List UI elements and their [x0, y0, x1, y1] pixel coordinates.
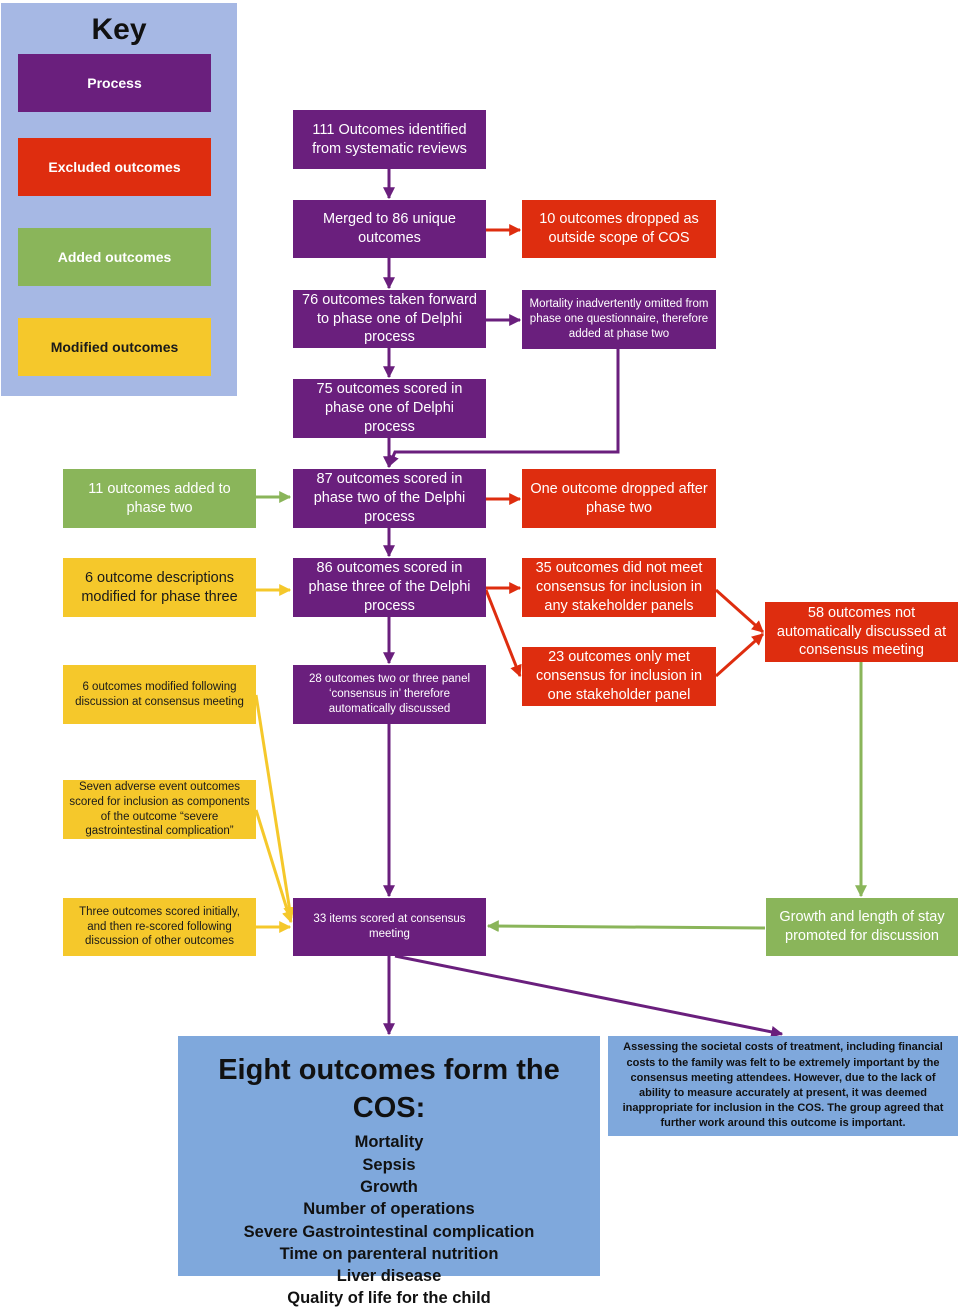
arrow-adverse-to-meeting: [254, 809, 294, 924]
key-title: Key: [91, 13, 147, 46]
phase-one-forward-box: 76 outcomes taken forward to phase one o…: [293, 290, 486, 348]
added-phase-two-box: 11 outcomes added to phase two: [63, 469, 256, 528]
key-panel: Key Process Excluded outcomes Added outc…: [1, 3, 237, 396]
arrow-not-met-to-not-discussed: [715, 588, 764, 634]
mortality-note-box: Mortality inadvertently omitted from pha…: [522, 290, 716, 349]
not-met-any-box: 35 outcomes did not meet consensus for i…: [522, 558, 716, 617]
phase-two-scored-box: 87 outcomes scored in phase two of the D…: [293, 469, 486, 528]
key-added: Added outcomes: [18, 228, 211, 286]
cos-item: Sepsis: [362, 1155, 416, 1174]
arrow-growth-to-meeting: [486, 920, 766, 933]
cos-item: Severe Gastrointestinal complication: [243, 1222, 535, 1241]
arrow-following-discussion-to-meeting: [254, 694, 296, 920]
merged-box: Merged to 86 unique outcomes: [293, 200, 486, 258]
out-of-scope-box: 10 outcomes dropped as outside scope of …: [522, 200, 716, 258]
adverse-events-box: Seven adverse event outcomes scored for …: [63, 780, 256, 839]
arrow-phase-three-to-met-one: [484, 589, 522, 678]
consensus-meeting-box: 33 items scored at consensus meeting: [293, 898, 486, 956]
key-modified: Modified outcomes: [18, 318, 211, 376]
cos-title: Eight outcomes form the COS:: [218, 1054, 560, 1124]
cos-item: Number of operations: [303, 1200, 475, 1219]
descriptions-modified-box: 6 outcome descriptions modified for phas…: [63, 558, 256, 617]
growth-stay-box: Growth and length of stay promoted for d…: [766, 898, 958, 956]
connectors: [254, 169, 867, 1038]
met-one-box: 23 outcomes only met consensus for inclu…: [522, 647, 716, 706]
consensus-in-box: 28 outcomes two or three panel ‘consensu…: [293, 665, 486, 724]
cos-item: Growth: [360, 1177, 418, 1196]
key-excluded: Excluded outcomes: [18, 138, 211, 196]
following-discussion-box: 6 outcomes modified following discussion…: [63, 665, 256, 724]
rescored-box: Three outcomes scored initially, and the…: [63, 898, 256, 956]
arrow-mortality-note-to-phase-two: [387, 349, 620, 468]
dropped-phase-two-box: One outcome dropped after phase two: [522, 469, 716, 528]
not-discussed-box: 58 outcomes not automatically discussed …: [765, 602, 958, 662]
arrow-meeting-to-societal-note: [394, 954, 784, 1038]
phase-one-scored-box: 75 outcomes scored in phase one of Delph…: [293, 379, 486, 438]
key-process: Process: [18, 54, 211, 112]
cos-box: Eight outcomes form the COS: Mortality S…: [178, 1036, 600, 1307]
cos-item: Quality of life for the child: [287, 1289, 491, 1308]
societal-costs-note: Assessing the societal costs of treatmen…: [608, 1036, 958, 1136]
arrow-met-one-to-not-discussed: [715, 632, 764, 678]
cos-item: Mortality: [354, 1133, 424, 1152]
phase-three-scored-box: 86 outcomes scored in phase three of the…: [293, 558, 486, 617]
cos-item: Time on parenteral nutrition: [279, 1244, 499, 1263]
identified-box: 111 Outcomes identified from systematic …: [293, 110, 486, 169]
cos-item: Liver disease: [336, 1267, 442, 1286]
